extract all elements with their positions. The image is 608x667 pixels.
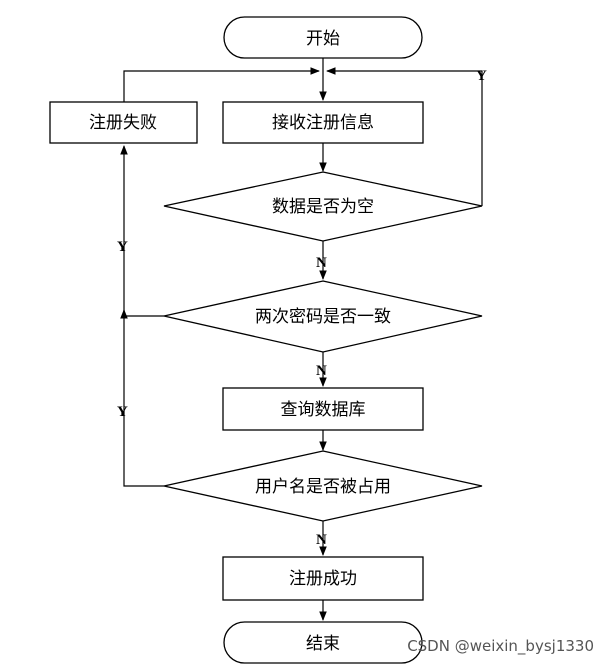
name-check-decision <box>163 450 483 522</box>
edge-empty-yes-loop <box>326 67 483 206</box>
name-yes-label: Y <box>117 404 128 420</box>
success-process <box>222 556 424 601</box>
empty-check-decision <box>163 171 483 242</box>
empty-no-label: N <box>316 255 327 271</box>
edge-fail-loop <box>123 67 320 102</box>
fail-process <box>49 101 198 144</box>
pwd-no-label: N <box>316 363 327 379</box>
empty-yes-label: Y <box>476 68 487 84</box>
watermark: CSDN @weixin_bysj1330 <box>407 637 594 655</box>
name-check-label: 用户名是否被占用 <box>255 477 391 497</box>
end-terminator <box>223 621 423 664</box>
start-terminator <box>223 16 423 59</box>
success-label: 注册成功 <box>289 569 357 589</box>
pwd-check-decision <box>163 280 483 353</box>
query-process <box>222 387 424 431</box>
end-label: 结束 <box>306 634 340 654</box>
receive-process <box>222 101 424 144</box>
receive-label: 接收注册信息 <box>272 113 374 133</box>
fail-label: 注册失败 <box>89 113 157 133</box>
pwd-yes-label: Y <box>117 239 128 255</box>
start-label: 开始 <box>306 29 340 49</box>
edge-name-yes <box>120 309 164 487</box>
name-no-label: N <box>316 532 327 548</box>
query-label: 查询数据库 <box>281 400 366 420</box>
edge-pwd-yes <box>120 145 164 317</box>
empty-check-label: 数据是否为空 <box>272 197 374 217</box>
pwd-check-label: 两次密码是否一致 <box>255 307 391 327</box>
connectors <box>120 58 483 621</box>
